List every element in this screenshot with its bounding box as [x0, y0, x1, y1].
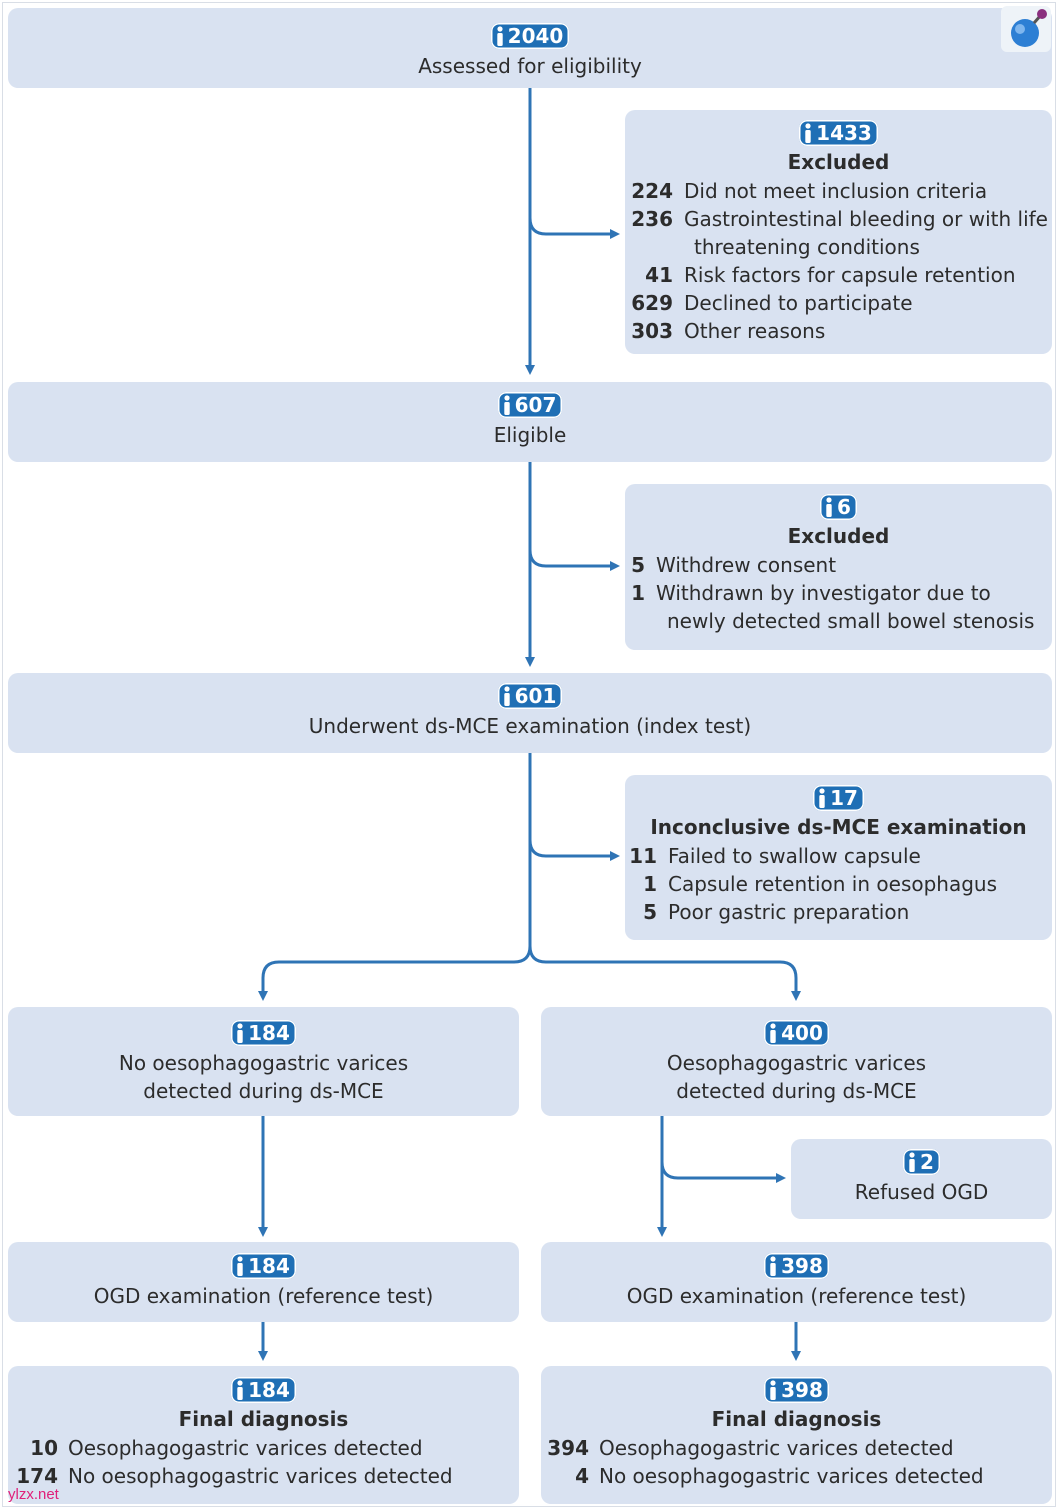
node-title: Excluded: [787, 150, 890, 174]
count-value: 2: [920, 1150, 934, 1174]
person-icon: [237, 1023, 243, 1043]
person-icon: [503, 395, 510, 415]
person-icon: [770, 1023, 776, 1043]
underwent-box: 601 Underwent ds-MCE examination (index …: [8, 673, 1052, 753]
bubble-logo-icon: [1001, 6, 1051, 52]
node-title: Excluded: [787, 524, 890, 548]
node-label: detected during ds-MCE: [143, 1079, 384, 1103]
assessed-box: 2040 Assessed for eligibility: [8, 8, 1052, 88]
arrow-to-excluded1: [528, 217, 620, 239]
node-label: OGD examination (reference test): [93, 1284, 434, 1308]
person-icon: [819, 788, 825, 808]
count-value: 400: [781, 1021, 823, 1045]
arrow-to-refused: [660, 1161, 786, 1183]
count-value: 17: [830, 786, 858, 810]
varices-box: 400 Oesophagogastric varices detected du…: [541, 1007, 1052, 1116]
count-value: 2040: [507, 24, 564, 48]
count-badge: 398: [764, 1377, 829, 1403]
person-icon: [503, 686, 510, 706]
count-value: 184: [248, 1021, 290, 1045]
person-icon: [496, 26, 503, 46]
node-title: Inconclusive ds-MCE examination: [650, 815, 1027, 839]
count-value: 1433: [816, 121, 872, 145]
count-badge: 6: [820, 494, 857, 520]
count-badge: 184: [231, 1253, 296, 1279]
count-badge: 601: [497, 683, 563, 709]
count-badge: 1433: [799, 120, 878, 146]
node-label: Assessed for eligibility: [418, 54, 642, 78]
node-title: Final diagnosis: [711, 1407, 882, 1431]
refused-box: 2 Refused OGD: [791, 1139, 1052, 1219]
count-value: 184: [248, 1254, 290, 1278]
count-value: 398: [781, 1378, 823, 1402]
node-label: detected during ds-MCE: [676, 1079, 917, 1103]
count-value: 601: [514, 684, 557, 708]
count-value: 398: [781, 1254, 823, 1278]
count-badge: 184: [231, 1020, 296, 1046]
no-varices-box: 184 No oesophagogastric varices detected…: [8, 1007, 519, 1116]
node-label: Oesophagogastric varices: [666, 1051, 927, 1075]
count-badge: 400: [764, 1020, 829, 1046]
node-title: Final diagnosis: [178, 1407, 349, 1431]
node-label: OGD examination (reference test): [626, 1284, 967, 1308]
watermark: ylzx.net: [8, 1486, 59, 1503]
count-value: 607: [514, 393, 557, 417]
node-label: Underwent ds-MCE examination (index test…: [308, 714, 752, 738]
arrow-split-right: [528, 945, 801, 1001]
person-icon: [237, 1380, 243, 1400]
person-icon: [770, 1380, 776, 1400]
arrow-to-inconclusive: [528, 839, 620, 861]
node-label: No oesophagogastric varices: [118, 1051, 409, 1075]
node-label: Eligible: [493, 423, 567, 447]
ogd-left-box: 184 OGD examination (reference test): [8, 1242, 519, 1322]
eligible-box: 607 Eligible: [8, 382, 1052, 462]
arrow-split: [258, 753, 532, 1001]
person-icon: [805, 123, 811, 143]
count-value: 6: [837, 495, 851, 519]
count-badge: 2: [903, 1149, 940, 1175]
person-icon: [237, 1256, 243, 1276]
count-badge: 398: [764, 1253, 829, 1279]
arrow-to-excluded2: [528, 549, 620, 571]
count-badge: 17: [813, 785, 864, 811]
count-badge: 607: [497, 392, 563, 418]
person-icon: [909, 1152, 915, 1172]
person-icon: [770, 1256, 776, 1276]
person-icon: [826, 497, 832, 517]
count-badge: 184: [231, 1377, 296, 1403]
ogd-right-box: 398 OGD examination (reference test): [541, 1242, 1052, 1322]
count-badge: 2040: [490, 23, 570, 49]
node-label: Refused OGD: [854, 1180, 989, 1204]
count-value: 184: [248, 1378, 290, 1402]
